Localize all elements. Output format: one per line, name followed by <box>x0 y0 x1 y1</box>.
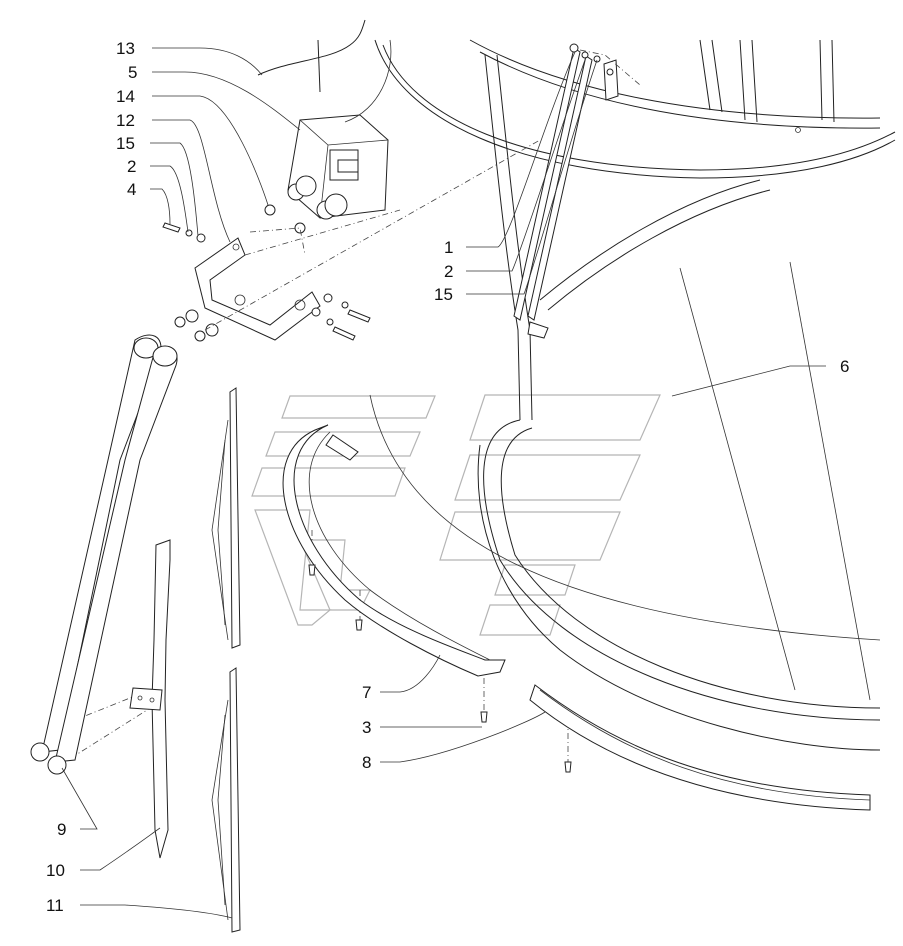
connecting-link <box>129 539 171 859</box>
cab-frame <box>369 39 896 751</box>
callout-11: 11 <box>46 896 64 915</box>
screws <box>308 564 572 773</box>
leader-lines <box>61 47 826 919</box>
callout-labels: 13 5 14 12 15 2 4 1 2 15 6 7 3 8 9 10 11 <box>46 39 849 915</box>
callout-8: 8 <box>362 753 371 772</box>
callout-4: 4 <box>127 180 136 199</box>
callout-5: 5 <box>128 63 137 82</box>
callout-6: 6 <box>840 357 849 376</box>
wiper-arms <box>30 334 178 775</box>
callout-15-right: 15 <box>434 285 453 304</box>
lower-moulding <box>529 684 871 811</box>
wiper-motor-assembly <box>264 39 392 234</box>
callout-15-left: 15 <box>116 134 135 153</box>
callout-10: 10 <box>46 861 65 880</box>
stay-bars <box>513 43 601 321</box>
callout-3: 3 <box>362 718 371 737</box>
callout-1: 1 <box>444 238 453 257</box>
callout-12: 12 <box>116 111 135 130</box>
callout-2-right: 2 <box>444 262 453 281</box>
seal-strip <box>282 424 506 677</box>
callout-2-left: 2 <box>127 157 136 176</box>
mounting-bracket <box>162 222 371 342</box>
callout-7: 7 <box>362 683 371 702</box>
callout-13: 13 <box>116 39 135 58</box>
callout-9: 9 <box>57 820 66 839</box>
callout-14: 14 <box>116 87 135 106</box>
wiper-blades <box>211 387 241 933</box>
wiper-cable <box>257 19 366 76</box>
